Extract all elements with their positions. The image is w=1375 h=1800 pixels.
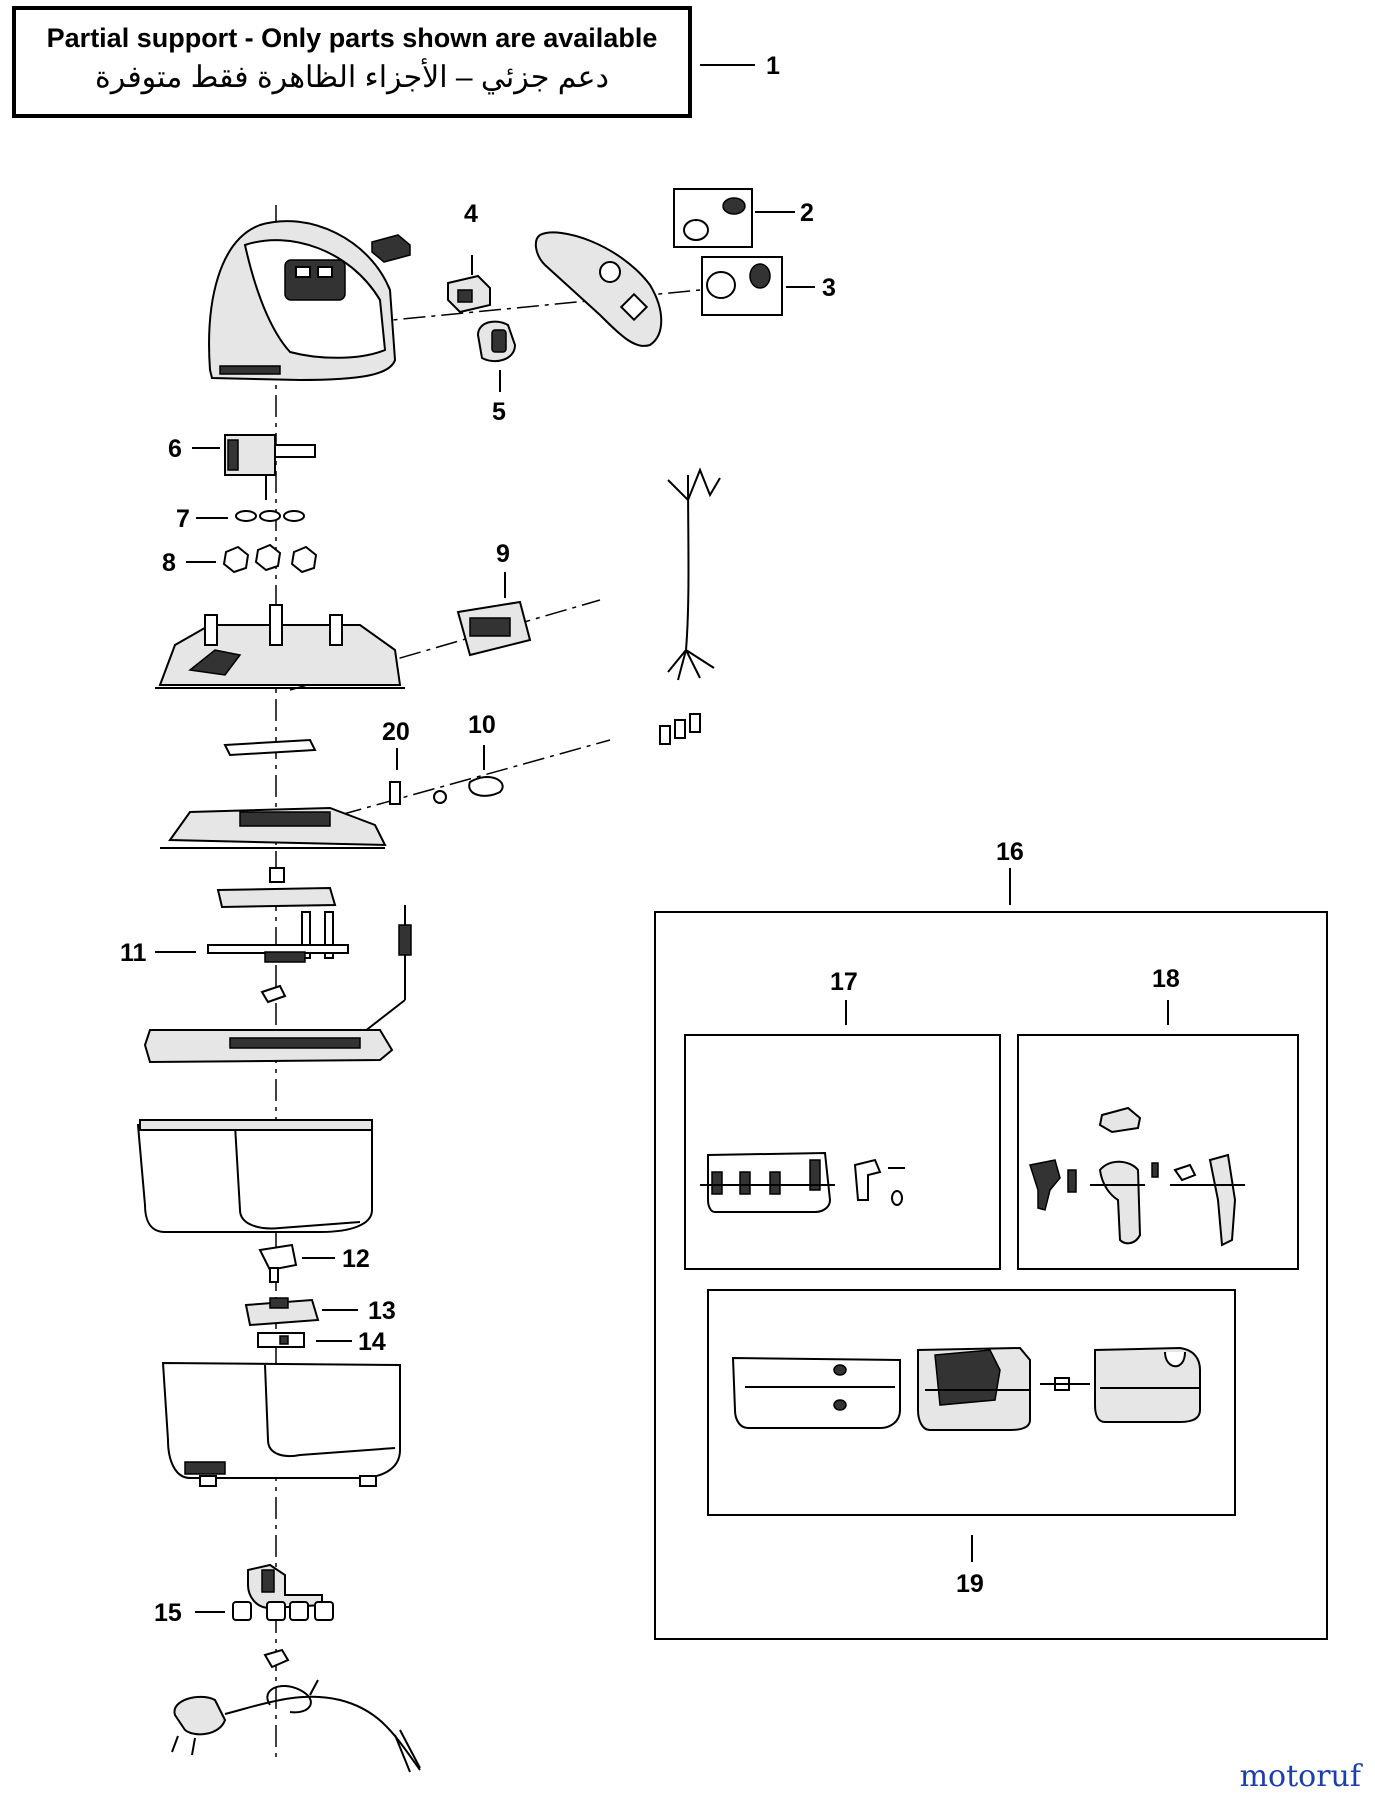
washers-part-7: [235, 510, 305, 522]
callout-5: 5: [492, 398, 506, 426]
fan-housing: [160, 806, 387, 849]
watermark-text: motoruf: [1239, 1759, 1361, 1794]
callout-3: 3: [822, 274, 836, 302]
callout-12: 12: [342, 1245, 370, 1273]
notice-arabic: دعم جزئي – الأجزاء الظاهرة فقط متوفرة: [95, 61, 609, 94]
callout-4: 4: [464, 200, 478, 228]
callout-20: 20: [382, 718, 410, 746]
partial-support-notice: Partial support - Only parts shown are a…: [12, 6, 692, 118]
assembly-axis-10: [339, 739, 611, 816]
callout-8: 8: [162, 549, 176, 577]
heater-part-11: [207, 867, 349, 1004]
nuts-part-8: [222, 543, 318, 574]
box-part-3: [701, 256, 783, 316]
box-part-17: [684, 1034, 1001, 1270]
box-part-2: [673, 188, 753, 248]
base-plate: [143, 1029, 394, 1064]
notice-english: Partial support - Only parts shown are a…: [46, 23, 658, 53]
callout-15: 15: [154, 1599, 182, 1627]
screws: [659, 713, 701, 745]
base-housing: [161, 1361, 401, 1487]
bowl: [136, 1118, 373, 1233]
part-3-caps: [706, 263, 771, 299]
part-2-caps: [683, 197, 746, 241]
callout-9: 9: [496, 540, 510, 568]
connector-part-20: [389, 748, 447, 805]
wire-harness: [667, 467, 721, 681]
callout-1: 1: [766, 52, 780, 80]
kit-17-parts: [700, 1151, 905, 1213]
callout-7: 7: [176, 505, 190, 533]
fan-guard: [223, 738, 317, 757]
pad-part-14: [257, 1332, 305, 1348]
feet-part-15: [232, 1601, 334, 1621]
side-cover: [534, 231, 663, 347]
box-part-19: [707, 1289, 1236, 1516]
cord-clip: [247, 1563, 323, 1610]
probe: [359, 905, 412, 1036]
kit-18-parts: [1029, 1106, 1245, 1247]
box-part-18: [1017, 1034, 1299, 1270]
callout-18: 18: [1152, 965, 1180, 993]
watermark-logo: motoruf: [1240, 1759, 1361, 1794]
callout-17: 17: [830, 968, 858, 996]
motor-part-6: [224, 434, 316, 500]
callout-16: 16: [996, 838, 1024, 866]
switch-part-4: [447, 255, 491, 314]
motor-mount-plate: [155, 604, 405, 689]
power-cord: [171, 1679, 421, 1773]
callout-10: 10: [468, 711, 496, 739]
callout-2: 2: [800, 199, 814, 227]
callout-13: 13: [368, 1297, 396, 1325]
callout-14: 14: [358, 1328, 386, 1356]
switch-block-part-9: [456, 600, 532, 657]
clamp-part-10: [468, 745, 504, 797]
strain-relief: [263, 1648, 290, 1669]
latch-part-12: [258, 1243, 298, 1283]
box-part-16: [654, 911, 1328, 1640]
knob-part-5: [476, 320, 517, 392]
callout-19: 19: [956, 1570, 984, 1598]
small-clip: [371, 234, 411, 263]
kit-19-parts: [731, 1346, 1201, 1431]
top-housing: [208, 220, 397, 382]
callout-6: 6: [168, 435, 182, 463]
callout-11: 11: [120, 939, 147, 967]
bracket-part-13: [244, 1297, 320, 1327]
